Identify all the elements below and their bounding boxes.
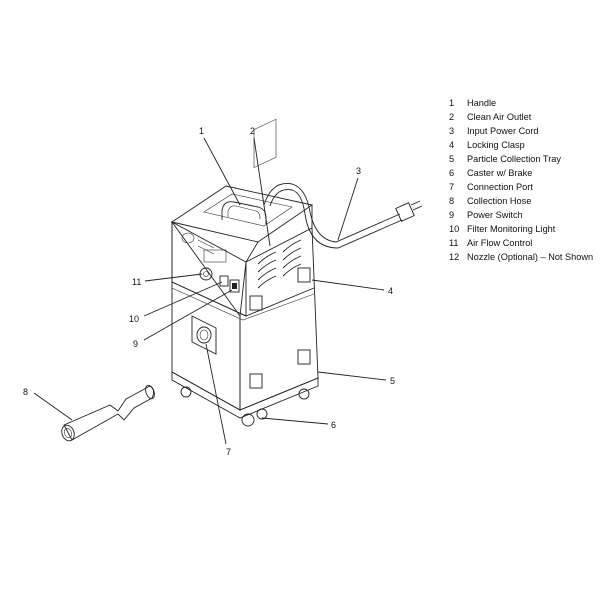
locking-clasp	[249, 267, 311, 389]
callout-4: 4	[388, 286, 393, 296]
callout-11: 11	[132, 277, 141, 287]
callout-2: 2	[250, 126, 255, 136]
callout-9: 9	[133, 339, 138, 349]
callout-10: 10	[129, 314, 139, 324]
clean-air-outlet	[253, 118, 302, 289]
connection-port	[191, 315, 217, 355]
input-power-cord	[263, 183, 423, 249]
filter-monitoring-light	[219, 275, 229, 287]
control-panel	[181, 232, 227, 263]
caster-with-brake	[180, 386, 310, 427]
callout-6: 6	[331, 420, 336, 430]
callout-labels: 1 2 3 4 5 6 7 8 9 10 11	[23, 126, 395, 457]
handle	[221, 201, 267, 224]
power-switch	[229, 279, 240, 293]
callout-7: 7	[226, 447, 231, 457]
callout-8: 8	[23, 387, 28, 397]
callout-1: 1	[199, 126, 204, 136]
callout-3: 3	[356, 166, 361, 176]
callout-5: 5	[390, 376, 395, 386]
collection-hose	[61, 384, 155, 442]
cabinet	[170, 185, 319, 419]
leader-lines	[33, 137, 387, 445]
